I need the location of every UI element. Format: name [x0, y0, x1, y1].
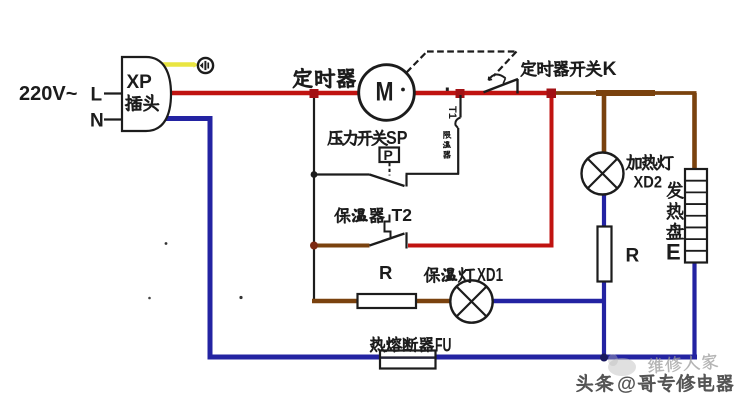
- svg-text:T1: T1: [446, 106, 458, 119]
- svg-text:220V~: 220V~: [19, 83, 77, 105]
- svg-text:XP: XP: [127, 72, 153, 93]
- svg-text:N: N: [90, 111, 104, 132]
- svg-text:R: R: [379, 262, 392, 283]
- svg-text:T2: T2: [392, 205, 413, 225]
- svg-text:FU: FU: [435, 336, 452, 357]
- svg-text:M: M: [376, 77, 394, 107]
- svg-text:R: R: [626, 245, 640, 266]
- svg-text:K: K: [603, 58, 617, 80]
- svg-text:XD1: XD1: [477, 265, 503, 285]
- svg-text:P: P: [384, 147, 393, 163]
- svg-text:XD2: XD2: [634, 174, 663, 192]
- svg-text:E: E: [666, 240, 681, 265]
- svg-text:L: L: [91, 85, 103, 106]
- svg-text:@: @: [617, 373, 636, 395]
- svg-text:SP: SP: [386, 128, 408, 148]
